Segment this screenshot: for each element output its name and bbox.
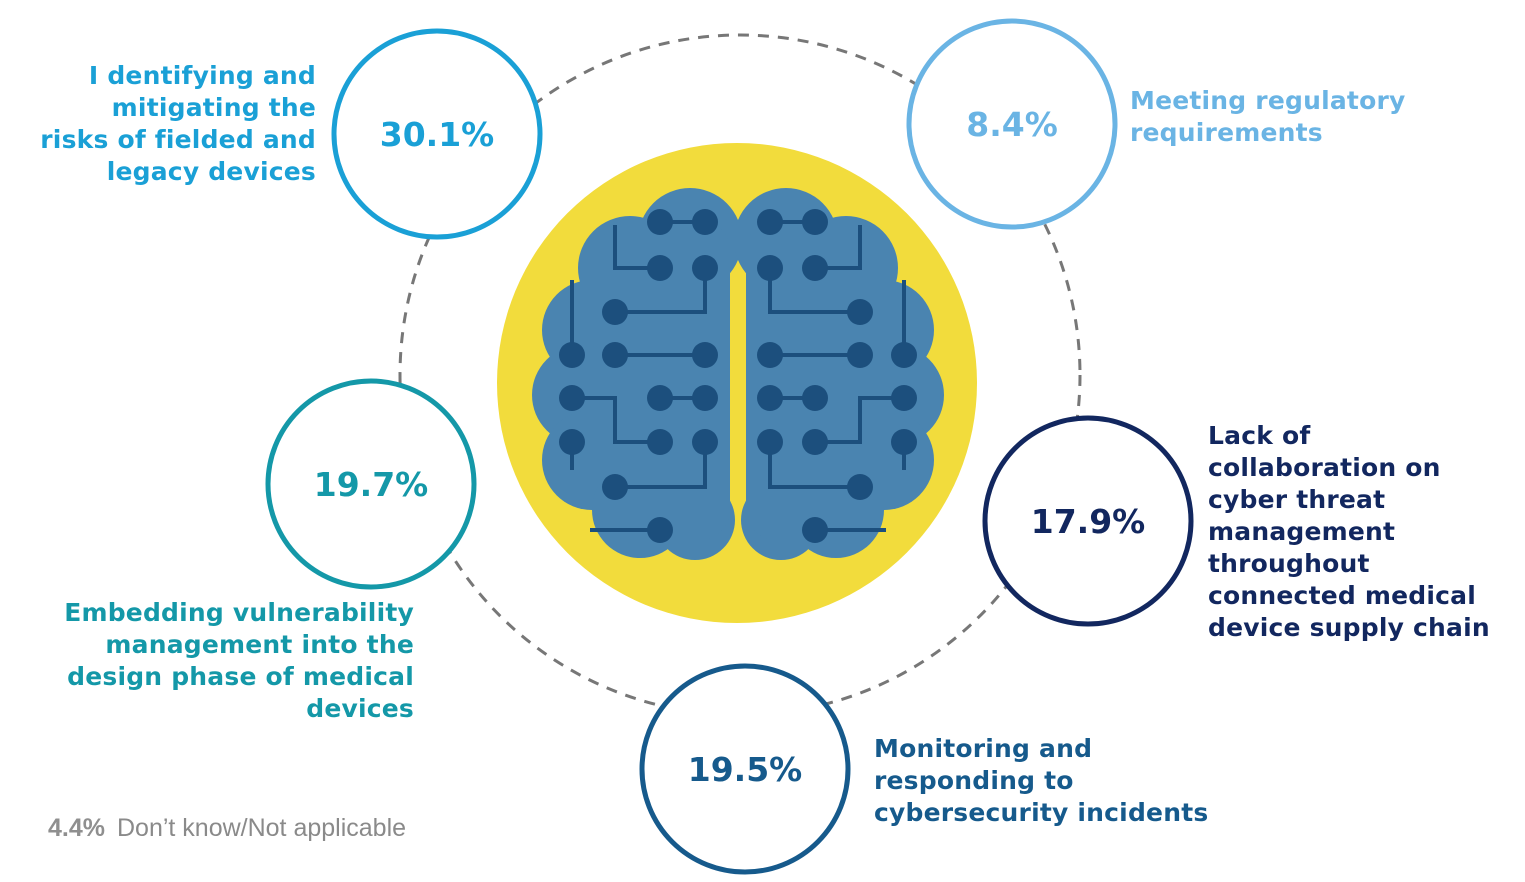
footnote-label: Don’t know/Not applicable bbox=[116, 814, 407, 842]
slice-label-incident-response: Monitoring and responding to cybersecuri… bbox=[874, 734, 1209, 827]
slice-circle-design-phase-vulnerability bbox=[265, 378, 477, 590]
slice-value-incident-response: 19.5% bbox=[688, 750, 803, 789]
footnote-dont-know: 4.4% Don’t know/Not applicable bbox=[48, 814, 406, 843]
slice-value-design-phase-vulnerability: 19.7% bbox=[314, 465, 429, 504]
slice-label-design-phase-vulnerability: Embedding vulnerability management into … bbox=[64, 598, 414, 723]
footnote-value: 4.4% bbox=[48, 814, 105, 842]
slice-circle-fielded-legacy-devices bbox=[331, 28, 543, 240]
slice-label-fielded-legacy-devices: I dentifying and mitigating the risks of… bbox=[40, 61, 316, 186]
brain-circuit-icon bbox=[532, 188, 944, 560]
slice-value-supply-chain-collaboration: 17.9% bbox=[1031, 502, 1146, 541]
slice-label-regulatory-requirements: Meeting regulatory requirements bbox=[1130, 86, 1406, 147]
slice-circle-supply-chain-collaboration bbox=[982, 415, 1194, 627]
slice-circle-regulatory-requirements bbox=[906, 18, 1118, 230]
slice-value-regulatory-requirements: 8.4% bbox=[966, 105, 1058, 144]
slice-label-supply-chain-collaboration: Lack of collaboration on cyber threat ma… bbox=[1208, 421, 1490, 642]
slice-value-fielded-legacy-devices: 30.1% bbox=[380, 115, 495, 154]
slice-circle-incident-response bbox=[639, 663, 851, 875]
dashed-orbit-ring bbox=[398, 33, 1082, 717]
